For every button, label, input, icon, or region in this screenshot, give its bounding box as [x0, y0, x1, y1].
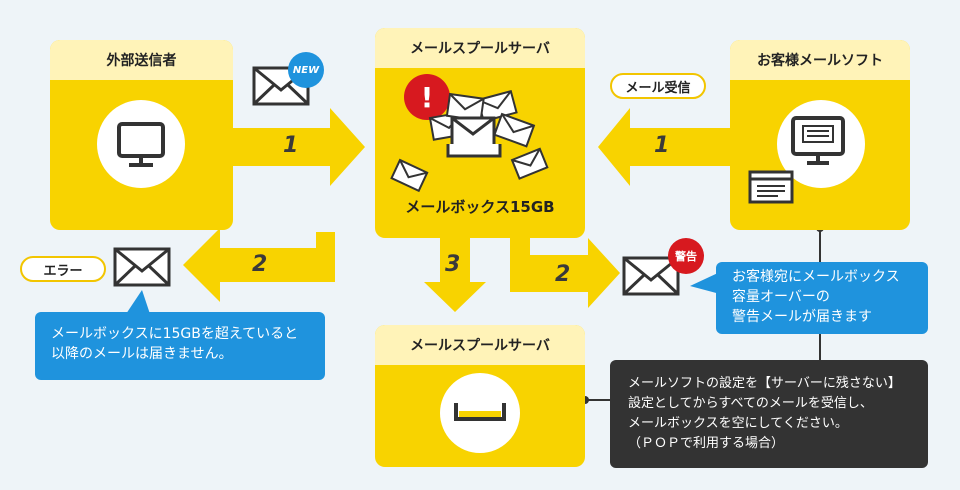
- warning-badge: 警告: [668, 238, 704, 274]
- arrow-2-right-number: 2: [555, 262, 571, 287]
- arrow-1-left-number: 1: [654, 133, 670, 158]
- empty-tray-icon: [454, 403, 506, 421]
- error-note: メールボックスに15GBを超えていると 以降のメールは届きません。: [35, 312, 325, 380]
- advice-line: メールソフトの設定を【サーバーに残さない】: [628, 376, 901, 391]
- monitor-icon: [117, 122, 165, 167]
- callout-pointer: [690, 272, 720, 294]
- receive-label: メール受信: [610, 73, 706, 99]
- error-note-line: 以降のメールは届きません。: [51, 346, 233, 362]
- sender-circle: [97, 100, 185, 188]
- window-icon: [748, 170, 794, 204]
- error-label: エラー: [20, 256, 106, 282]
- advice-note: メールソフトの設定を【サーバーに残さない】 設定としてからすべてのメールを受信し…: [610, 360, 928, 468]
- server-bottom-title: メールスプールサーバ: [375, 325, 585, 365]
- arrow-2-right: [510, 238, 620, 308]
- arrow-1-left: [598, 108, 730, 186]
- arrow-3-number: 3: [445, 252, 461, 277]
- error-note-line: メールボックスに15GBを超えていると: [51, 326, 299, 342]
- callout-pointer: [126, 290, 150, 314]
- mail-pile-icon: [390, 89, 549, 193]
- client-title: お客様メールソフト: [730, 40, 910, 80]
- arrow-2-left: [183, 228, 335, 302]
- monitor-icon: [791, 116, 845, 165]
- envelope-icon: [113, 247, 171, 287]
- sender-title: 外部送信者: [50, 40, 233, 80]
- warning-note-line: 警告メールが届きます: [732, 309, 872, 325]
- arrow-1-right: [232, 108, 365, 186]
- warning-note-line: お客様宛にメールボックス: [732, 269, 900, 285]
- advice-line: （ＰＯＰで利用する場合）: [628, 436, 785, 451]
- server-top-title: メールスプールサーバ: [375, 28, 585, 68]
- advice-line: 設定としてからすべてのメールを受信し、: [628, 396, 873, 411]
- arrow-3-down: [424, 238, 486, 312]
- server-top-caption: メールボックス15GB: [405, 198, 555, 216]
- warning-note-line: 容量オーバーの: [732, 289, 830, 305]
- arrow-2-left-number: 2: [252, 252, 268, 277]
- alert-icon: !: [404, 74, 450, 120]
- warning-note: お客様宛にメールボックス 容量オーバーの 警告メールが届きます: [716, 262, 928, 334]
- advice-line: メールボックスを空にしてください。: [628, 416, 848, 431]
- new-badge: NEW: [288, 52, 324, 88]
- arrow-1-right-number: 1: [283, 133, 299, 158]
- server-bottom-circle: [440, 373, 520, 453]
